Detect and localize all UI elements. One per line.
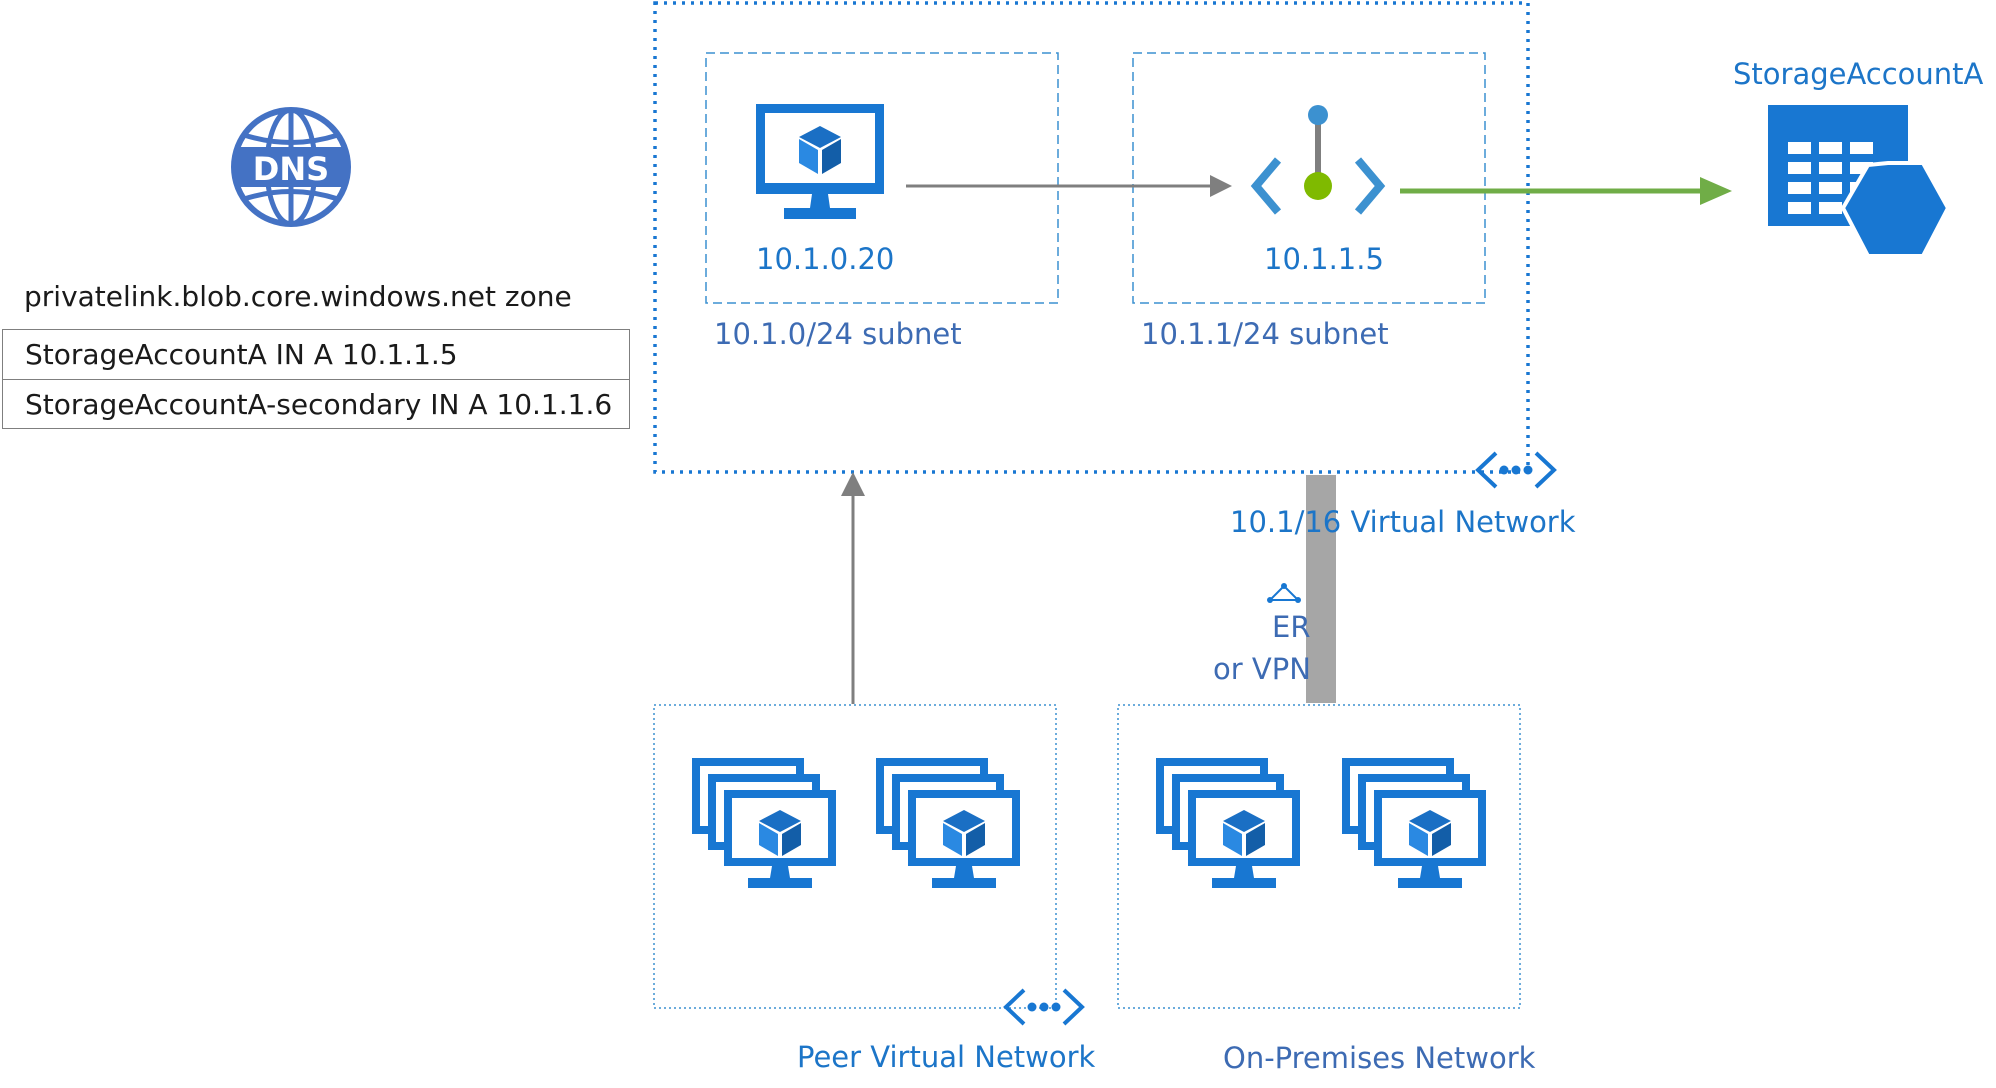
vnet-boundary — [653, 1, 1530, 474]
peer-to-vnet-arrowhead — [841, 472, 865, 496]
vm-monitor-icon — [756, 104, 884, 219]
subnet-b-ip: 10.1.1.5 — [1264, 242, 1384, 276]
onprem-vmss-icon-2 — [1342, 758, 1486, 888]
subnet-a-ip: 10.1.0.20 — [756, 242, 895, 276]
subnet-a-box — [705, 52, 1059, 304]
private-endpoint-icon — [1250, 105, 1386, 215]
peer-vnet-label: Peer Virtual Network — [797, 1040, 1096, 1074]
storage-table-icon — [1768, 105, 1951, 258]
vm-to-endpoint-arrowhead — [1210, 175, 1232, 197]
expressroute-icon — [1267, 583, 1301, 603]
subnet-b-label: 10.1.1/24 subnet — [1141, 317, 1389, 351]
endpoint-to-storage-arrowhead — [1700, 177, 1732, 205]
peer-vmss-icon-2 — [876, 758, 1020, 888]
onprem-box — [1117, 704, 1521, 1009]
vnet-label: 10.1/16 Virtual Network — [1230, 505, 1576, 539]
dns-record-row: StorageAccountA IN A 10.1.1.5 — [25, 338, 458, 371]
vpn-label: or VPN — [1213, 652, 1311, 686]
onprem-vmss-icon-1 — [1156, 758, 1300, 888]
er-vpn-connector — [1306, 475, 1336, 703]
subnet-a-label: 10.1.0/24 subnet — [714, 317, 962, 351]
er-label: ER — [1272, 610, 1311, 644]
dns-icon-text: DNS — [253, 150, 329, 188]
peer-vnet-box — [653, 704, 1057, 1009]
peer-vmss-icon-1 — [692, 758, 836, 888]
dns-record-row: StorageAccountA-secondary IN A 10.1.1.6 — [3, 379, 629, 428]
dns-record-table: StorageAccountA IN A 10.1.1.5 StorageAcc… — [2, 329, 630, 429]
vnet-icon — [1475, 451, 1557, 489]
onprem-label: On-Premises Network — [1223, 1041, 1536, 1075]
storage-account-label: StorageAccountA — [1733, 57, 1984, 91]
peer-vnet-icon — [1003, 988, 1085, 1026]
subnet-b-box — [1132, 52, 1486, 304]
dns-zone-title: privatelink.blob.core.windows.net zone — [24, 280, 572, 313]
dns-globe-icon: DNS — [231, 107, 351, 227]
